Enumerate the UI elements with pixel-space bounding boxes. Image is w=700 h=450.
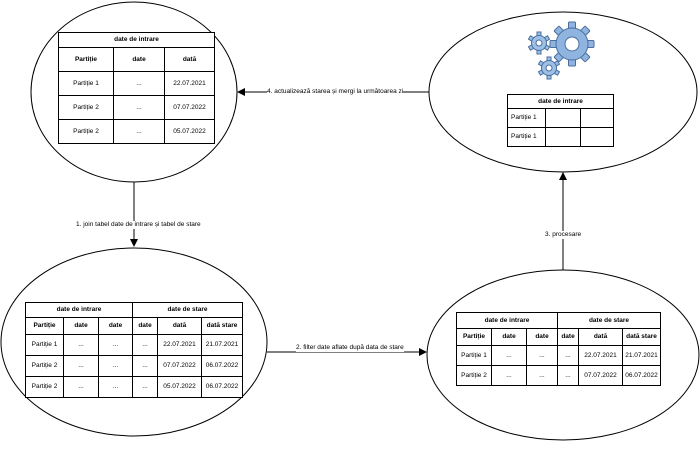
table-cell: ...: [132, 334, 158, 356]
table-cell: ...: [113, 95, 165, 120]
table-cell: ...: [98, 334, 133, 356]
filtered-table-header: date: [526, 328, 558, 346]
table-row: Partiție 2 ... 05.07.2022: [58, 119, 215, 144]
joined-table-header: dată stare: [201, 317, 243, 335]
table-cell: [580, 127, 614, 147]
table-cell: Partiție 1: [507, 108, 546, 128]
output-table: date de intrare Partiție 1 Partiție 1: [507, 94, 614, 147]
table-cell: 22.07.2021: [164, 71, 215, 96]
input-table-header: date: [113, 47, 165, 72]
table-row: Partiție 2 ... 07.07.2022: [58, 95, 215, 120]
table-cell: Partiție 2: [58, 119, 114, 144]
output-table-group-header: date de intrare: [507, 94, 614, 109]
table-cell: Partiție 1: [456, 345, 492, 366]
joined-table-group-state: date de stare: [132, 302, 243, 318]
table-row: Partiție 2 ... ... ... 05.07.2022 06.07.…: [25, 376, 243, 398]
table-cell: 21.07.2021: [201, 334, 243, 356]
table-cell: 22.07.2021: [157, 334, 202, 356]
table-cell: ...: [113, 119, 165, 144]
table-cell: 05.07.2022: [157, 376, 202, 398]
table-cell: [545, 127, 581, 147]
table-cell: ...: [491, 345, 527, 366]
table-cell: ...: [557, 345, 579, 366]
filtered-table-group-input: date de intrare: [456, 312, 558, 329]
joined-table-group-input: date de intrare: [25, 302, 133, 318]
table-cell: 07.07.2022: [157, 355, 202, 377]
table-row: Partiție 1: [507, 108, 614, 128]
table-cell: Partiție 2: [25, 355, 64, 377]
gears-icon: [527, 21, 595, 80]
table-cell: ...: [98, 355, 133, 377]
table-cell: Partiție 1: [507, 127, 546, 147]
filtered-table-header: Partiție: [456, 328, 492, 346]
filtered-table: date de intrare date de stare Partiție d…: [456, 312, 661, 386]
input-table-group-header: date de intrare: [58, 32, 215, 48]
table-row: Partiție 1: [507, 127, 614, 147]
table-cell: ...: [113, 71, 165, 96]
input-table-header: Partiție: [58, 47, 114, 72]
table-cell: [580, 108, 614, 128]
step1-label: 1. join tabel date de intrare și tabel d…: [76, 221, 201, 229]
table-cell: 22.07.2021: [578, 345, 623, 366]
table-cell: ...: [63, 376, 99, 398]
table-cell: ...: [132, 376, 158, 398]
joined-table-header: date: [98, 317, 133, 335]
table-cell: ...: [63, 334, 99, 356]
step4-label: 4. actualizează starea și mergi la următ…: [267, 88, 404, 96]
table-cell: 07.07.2022: [164, 95, 215, 120]
filtered-table-header: dată: [578, 328, 623, 346]
filtered-table-header: date: [491, 328, 527, 346]
table-cell: Partiție 1: [25, 334, 64, 356]
filtered-table-group-state: date de stare: [557, 312, 661, 329]
step2-label: 2. filter date aflate după data de stare: [296, 344, 404, 352]
step3-label: 3. procesare: [545, 231, 582, 239]
table-cell: 07.07.2022: [578, 365, 623, 386]
table-cell: 06.07.2022: [201, 376, 243, 398]
table-cell: Partiție 2: [58, 95, 114, 120]
joined-table-header: date: [63, 317, 99, 335]
joined-table-header: dată: [157, 317, 202, 335]
filtered-table-header: date: [557, 328, 579, 346]
table-cell: Partiție 1: [58, 71, 114, 96]
table-cell: ...: [557, 365, 579, 386]
table-row: Partiție 2 ... ... ... 07.07.2022 06.07.…: [456, 365, 661, 386]
table-row: Partiție 1 ... ... ... 22.07.2021 21.07.…: [25, 334, 243, 356]
table-cell: 21.07.2021: [622, 345, 661, 366]
filtered-table-header: dată stare: [622, 328, 661, 346]
table-row: Partiție 1 ... 22.07.2021: [58, 71, 215, 96]
table-cell: Partiție 2: [456, 365, 492, 386]
joined-table-header: date: [132, 317, 158, 335]
table-cell: ...: [526, 365, 558, 386]
table-row: Partiție 1 ... ... ... 22.07.2021 21.07.…: [456, 345, 661, 366]
table-cell: ...: [132, 355, 158, 377]
input-table: date de intrare Partiție date dată Parti…: [58, 32, 215, 144]
table-cell: [545, 108, 581, 128]
table-cell: 06.07.2022: [201, 355, 243, 377]
table-cell: ...: [526, 345, 558, 366]
joined-table: date de intrare date de stare Partiție d…: [25, 302, 243, 398]
table-cell: ...: [491, 365, 527, 386]
input-table-header: dată: [164, 47, 215, 72]
table-cell: Partiție 2: [25, 376, 64, 398]
table-row: Partiție 2 ... ... ... 07.07.2022 06.07.…: [25, 355, 243, 377]
table-cell: 06.07.2022: [622, 365, 661, 386]
table-cell: 05.07.2022: [164, 119, 215, 144]
table-cell: ...: [63, 355, 99, 377]
table-cell: ...: [98, 376, 133, 398]
joined-table-header: Partiție: [25, 317, 64, 335]
